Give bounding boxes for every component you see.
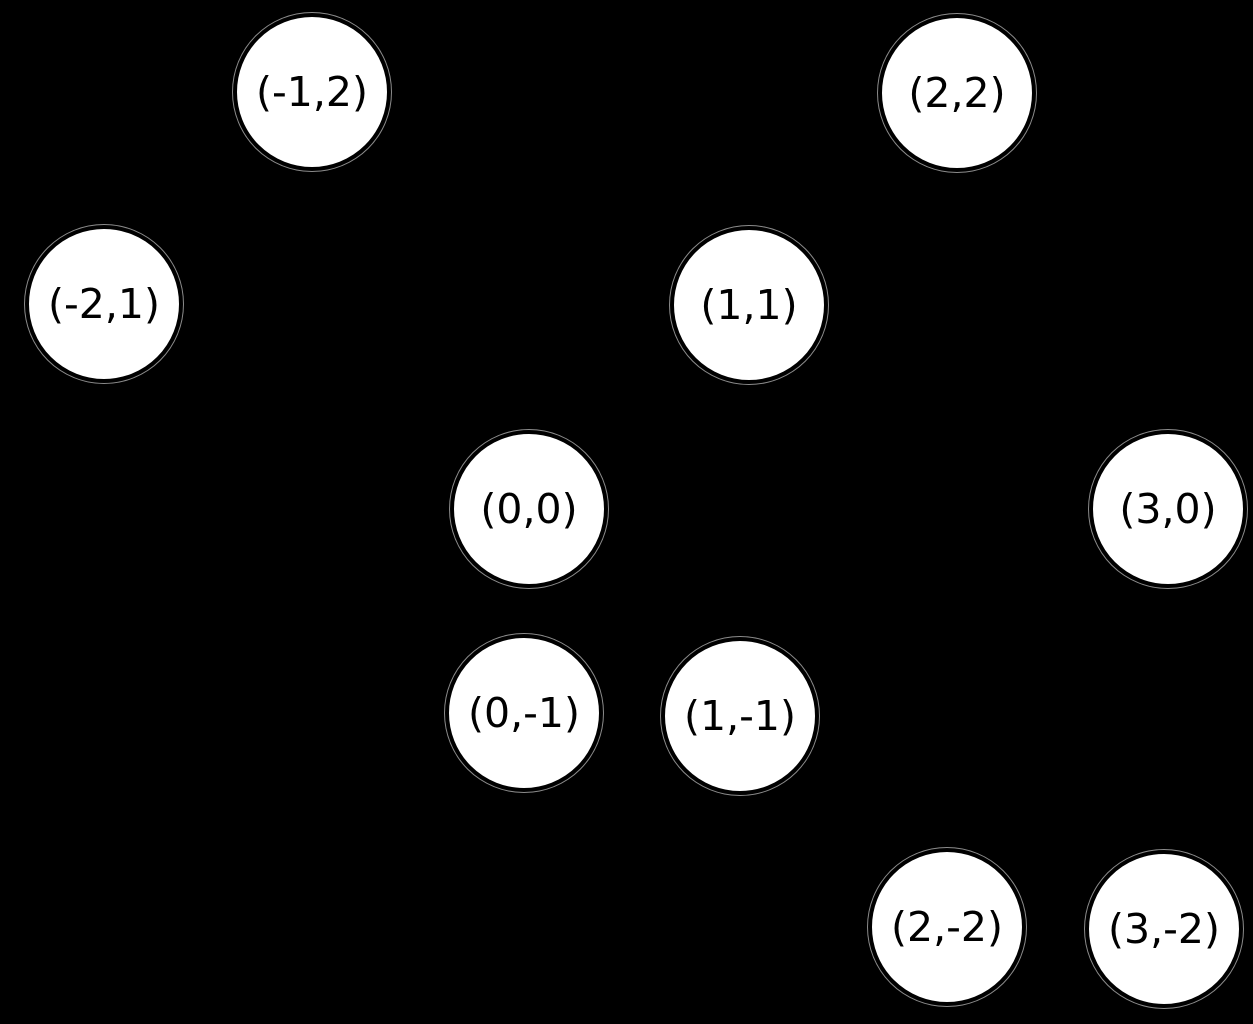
node-label: (3,-2) bbox=[1108, 904, 1220, 953]
graph-node: (2,2) bbox=[878, 14, 1036, 172]
node-label: (2,2) bbox=[908, 68, 1006, 117]
graph-node: (3,-2) bbox=[1085, 850, 1243, 1008]
graph-node: (1,-1) bbox=[661, 637, 819, 795]
graph-node: (0,-1) bbox=[445, 634, 603, 792]
node-label: (-1,2) bbox=[256, 67, 368, 116]
graph-node: (0,0) bbox=[450, 430, 608, 588]
node-label: (1,-1) bbox=[684, 691, 796, 740]
node-label: (0,-1) bbox=[468, 688, 580, 737]
graph-node: (1,1) bbox=[670, 226, 828, 384]
graph-node: (3,0) bbox=[1089, 430, 1247, 588]
graph-node: (2,-2) bbox=[868, 848, 1026, 1006]
graph-node: (-2,1) bbox=[25, 225, 183, 383]
graph-node: (-1,2) bbox=[233, 13, 391, 171]
node-label: (2,-2) bbox=[891, 902, 1003, 951]
node-label: (3,0) bbox=[1119, 484, 1217, 533]
node-label: (-2,1) bbox=[48, 279, 160, 328]
node-label: (1,1) bbox=[700, 280, 798, 329]
node-label: (0,0) bbox=[480, 484, 578, 533]
